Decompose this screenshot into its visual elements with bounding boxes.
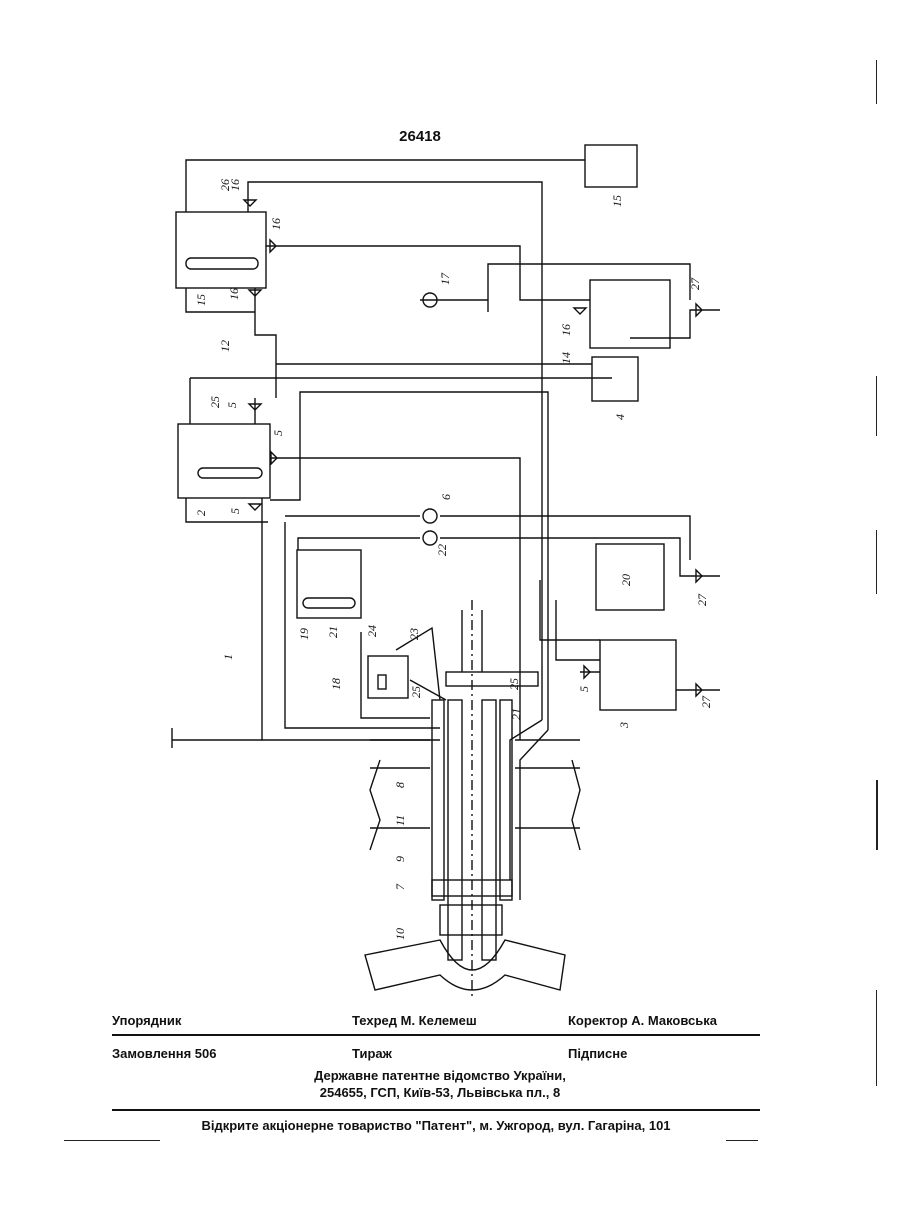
fig-label: 27 bbox=[699, 695, 713, 708]
subscription-label: Підписне bbox=[568, 1046, 627, 1061]
footer-rule-top bbox=[112, 1034, 760, 1036]
fig-label: 16 bbox=[227, 288, 241, 300]
fig-label: 16 bbox=[269, 218, 283, 230]
fig-label: 24 bbox=[365, 625, 379, 637]
fig-label: 5 bbox=[225, 402, 239, 408]
fig-label: 11 bbox=[393, 815, 407, 826]
scan-edge-mark bbox=[876, 780, 878, 850]
fig-label: 8 bbox=[393, 782, 407, 788]
fig-label: 7 bbox=[393, 883, 407, 890]
fig-label: 25 bbox=[507, 678, 521, 690]
compiler-label: Упорядник bbox=[112, 1013, 181, 1028]
scan-edge-mark bbox=[876, 60, 877, 104]
patent-schematic-drawing: 26 16 16 15 16 17 15 27 16 14 12 4 25 5 … bbox=[0, 0, 900, 1010]
order-label: Замовлення 506 bbox=[112, 1046, 217, 1061]
fig-label: 16 bbox=[228, 179, 242, 191]
techred-label: Техред М. Келемеш bbox=[352, 1013, 477, 1028]
fig-label: 23 bbox=[407, 628, 421, 640]
fig-label: 15 bbox=[194, 294, 208, 306]
scan-edge-mark bbox=[876, 530, 877, 594]
corrector-label: Коректор А. Маковська bbox=[568, 1013, 717, 1028]
fig-label: 25 bbox=[208, 396, 222, 408]
footer-rule-bottom bbox=[112, 1109, 760, 1111]
scan-edge-mark bbox=[876, 376, 877, 436]
fig-label: 4 bbox=[613, 414, 627, 420]
fig-label: 17 bbox=[438, 272, 452, 285]
fig-label: 25 bbox=[409, 686, 423, 698]
fig-label: 10 bbox=[393, 928, 407, 940]
fig-label: 22 bbox=[435, 544, 449, 556]
printer-line: Відкрите акціонерне товариство "Патент",… bbox=[112, 1118, 760, 1133]
fig-label: 19 bbox=[297, 628, 311, 640]
fig-label: 6 bbox=[439, 494, 453, 500]
scan-edge-mark bbox=[64, 1140, 160, 1141]
fig-label: 21 bbox=[509, 708, 523, 720]
fig-label: 15 bbox=[610, 195, 624, 207]
fig-label: 21 bbox=[326, 626, 340, 638]
fig-label: 5 bbox=[271, 430, 285, 436]
fig-label: 5 bbox=[228, 508, 242, 514]
fig-label: 18 bbox=[329, 678, 343, 690]
patent-office-line-2: 254655, ГСП, Київ-53, Львівська пл., 8 bbox=[170, 1085, 710, 1100]
fig-label: 12 bbox=[218, 340, 232, 352]
scan-edge-mark bbox=[726, 1140, 758, 1141]
fig-label: 14 bbox=[559, 352, 573, 364]
fig-label: 20 bbox=[619, 574, 633, 586]
fig-label: 16 bbox=[559, 324, 573, 336]
fig-label: 9 bbox=[393, 856, 407, 862]
fig-label: 27 bbox=[688, 277, 702, 290]
fig-label: 1 bbox=[221, 654, 235, 660]
patent-office-line-1: Державне патентне відомство України, bbox=[170, 1068, 710, 1083]
scan-edge-mark bbox=[876, 990, 877, 1086]
fig-label: 27 bbox=[695, 593, 709, 606]
circulation-label: Тираж bbox=[352, 1046, 392, 1061]
fig-label: 2 bbox=[194, 510, 208, 516]
fig-label: 5 bbox=[577, 686, 591, 692]
fig-label: 3 bbox=[617, 722, 631, 729]
